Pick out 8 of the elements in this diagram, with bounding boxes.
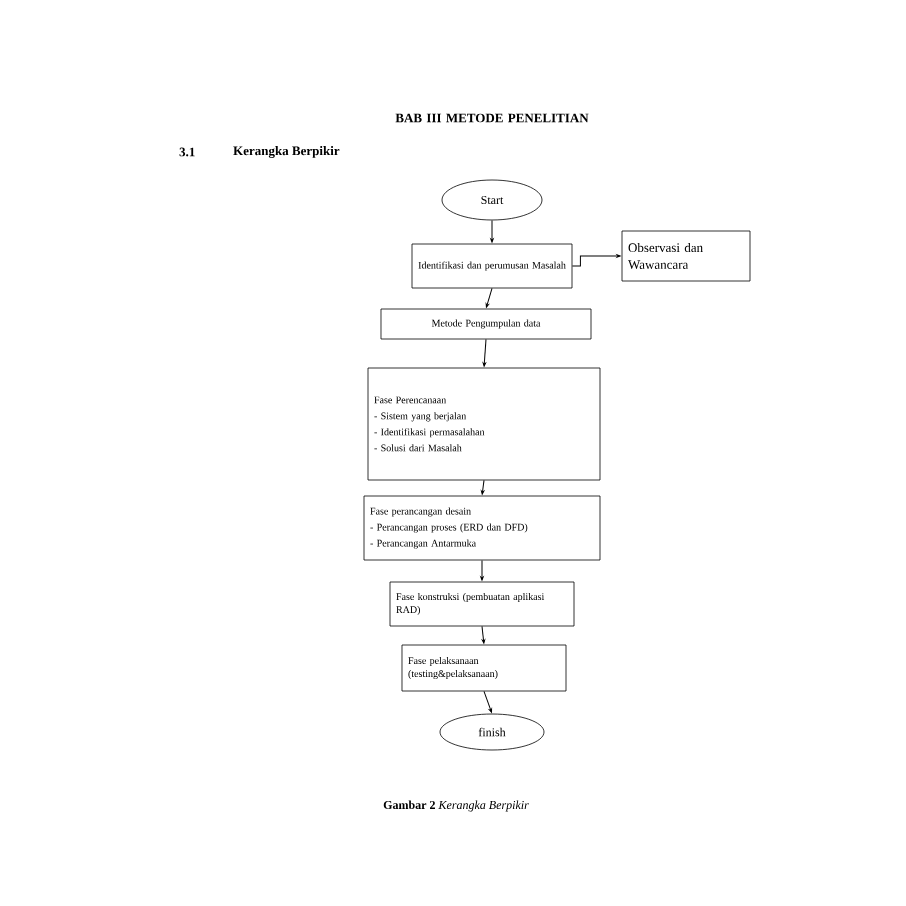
arrow: [483, 690, 493, 713]
arrow: [485, 287, 493, 308]
arrow: [480, 479, 485, 495]
arrow: [490, 219, 494, 243]
arrow: [481, 625, 486, 644]
arrow: [482, 338, 487, 367]
arrow: [480, 559, 484, 581]
arrow: [571, 254, 621, 267]
